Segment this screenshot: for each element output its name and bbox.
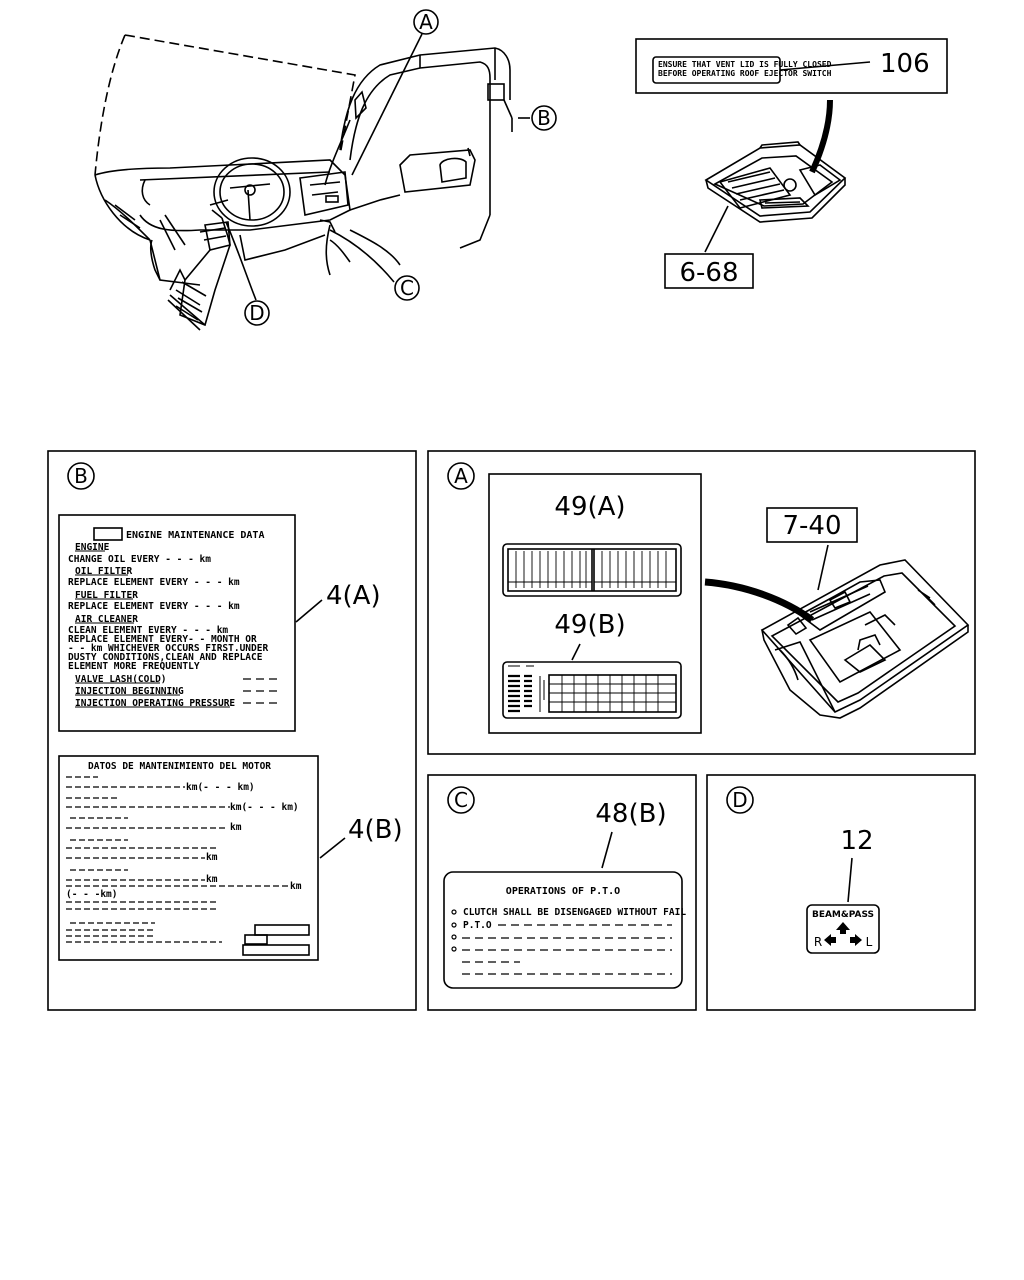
label-4b-unit: km (290, 881, 302, 892)
label-12-title: BEAM&PASS (812, 910, 874, 920)
beam-pass-arrows (824, 922, 862, 946)
leader-4a (295, 599, 323, 623)
dome-lamp-illustration (704, 141, 847, 223)
label-4b-unit: km (206, 852, 218, 863)
label-4b-unit: km (230, 822, 242, 833)
label-4b (58, 755, 319, 961)
part-number-48b: 48(B) (595, 799, 666, 829)
label-4a-title: ENGINE MAINTENANCE DATA (126, 530, 264, 541)
part-number-6-68: 6-68 (679, 258, 738, 288)
part-number-106: 106 (880, 49, 930, 79)
cab-interior-illustration (94, 34, 513, 331)
panel-b (47, 450, 417, 1011)
panel-b-circle (67, 462, 95, 490)
callout-circle-c (394, 275, 420, 301)
label-4a-line: OIL FILTER (75, 566, 132, 577)
callout-box-7-40 (766, 507, 858, 543)
label-4a-line: AIR CLEANER (75, 614, 138, 625)
part-number-4a: 4(A) (326, 581, 381, 611)
label-49a-lines (515, 551, 667, 588)
part-number-12: 12 (840, 826, 873, 856)
label-4a-line: ENGINE (75, 542, 110, 553)
label-4b-unit: km(- - - km) (186, 782, 255, 793)
leader-6-68 (704, 205, 729, 253)
callout-d: D (249, 301, 264, 325)
panel-b-letter: B (74, 464, 88, 488)
leader-c (329, 229, 395, 283)
label-4a-line: DUSTY CONDITIONS,CLEAN AND REPLACE (68, 652, 263, 663)
glove-box-illustration (760, 559, 970, 719)
leader-106 (779, 61, 871, 71)
panel-d-circle (726, 786, 754, 814)
label-4b-title: DATOS DE MANTENIMIENTO DEL MOTOR (88, 761, 271, 772)
label-12 (806, 904, 880, 954)
label-48b-line1: CLUTCH SHALL BE DISENGAGED WITHOUT FAIL (463, 907, 686, 918)
label-4a-line: REPLACE ELEMENT EVERY- - MONTH OR (68, 634, 257, 645)
panel-a-letter: A (454, 464, 468, 488)
panel-a (427, 450, 976, 755)
callout-a: A (419, 10, 433, 34)
leader-49b (571, 643, 581, 661)
callout-circle-d (244, 300, 270, 326)
label-4a-line: REPLACE ELEMENT EVERY - - - km (68, 577, 240, 588)
panel-c-circle (447, 786, 475, 814)
label-12-right: L (866, 935, 873, 949)
label-4a-line: ELEMENT MORE FREQUENTLY (68, 661, 200, 672)
label-4a-line: - - km WHICHEVER OCCURS FIRST.UNDER (68, 643, 268, 654)
callout-c: C (400, 276, 414, 300)
panel-a-circle (447, 462, 475, 490)
panel-a-label-frame (488, 473, 702, 734)
part-number-7-40: 7-40 (782, 511, 841, 541)
callout-box-6-68 (664, 253, 754, 289)
label-48b-title: OPERATIONS OF P.T.O (506, 886, 620, 897)
panel-d (706, 774, 976, 1011)
label-12-left: R (814, 935, 822, 949)
callout-b: B (537, 106, 551, 130)
label-106-frame (635, 38, 948, 94)
leader-4b (319, 837, 346, 859)
label-4a-line: VALVE LASH(COLD) (75, 674, 167, 685)
label-4b-unit: (- - -km) (66, 889, 117, 900)
label-4a-line: CLEAN ELEMENT EVERY - - - km (68, 625, 228, 636)
leader-7-40 (817, 544, 829, 591)
label-4b-unit: km (206, 874, 218, 885)
leader-48b (601, 831, 613, 869)
label-4a-line: INJECTION OPERATING PRESSURE (75, 698, 235, 709)
label-4a (58, 514, 296, 732)
leader-d (225, 221, 257, 301)
callout-circle-a (413, 9, 439, 35)
part-number-49b: 49(B) (554, 610, 625, 640)
label-48b-line2: P.T.O (463, 920, 492, 931)
callout-circle-b (531, 105, 557, 131)
label-48b (443, 871, 683, 989)
panel-c-letter: C (454, 788, 468, 812)
leader-12 (847, 857, 853, 903)
leader-a (351, 33, 423, 176)
panel-c (427, 774, 697, 1011)
label-49b-bars (508, 674, 532, 713)
label-4a-line: CHANGE OIL EVERY - - - km (68, 554, 211, 565)
svg-text:ENSURE THAT VENT LID IS FULLY: ENSURE THAT VENT LID IS FULLY CLOSED (658, 60, 832, 69)
label-49b (502, 661, 682, 719)
panel-d-letter: D (732, 788, 747, 812)
label-4a-line: FUEL FILTER (75, 590, 138, 601)
label-4a-line: REPLACE ELEMENT EVERY - - - km (68, 601, 240, 612)
label-4a-line: INJECTION BEGINNING (75, 686, 184, 697)
label-49a (502, 543, 682, 597)
label-4b-unit: km(- - - km) (230, 802, 299, 813)
part-number-49a: 49(A) (554, 492, 625, 522)
svg-text:BEFORE OPERATING ROOF EJECTOR: BEFORE OPERATING ROOF EJECTOR SWITCH (658, 69, 832, 78)
part-number-4b: 4(B) (348, 815, 403, 845)
